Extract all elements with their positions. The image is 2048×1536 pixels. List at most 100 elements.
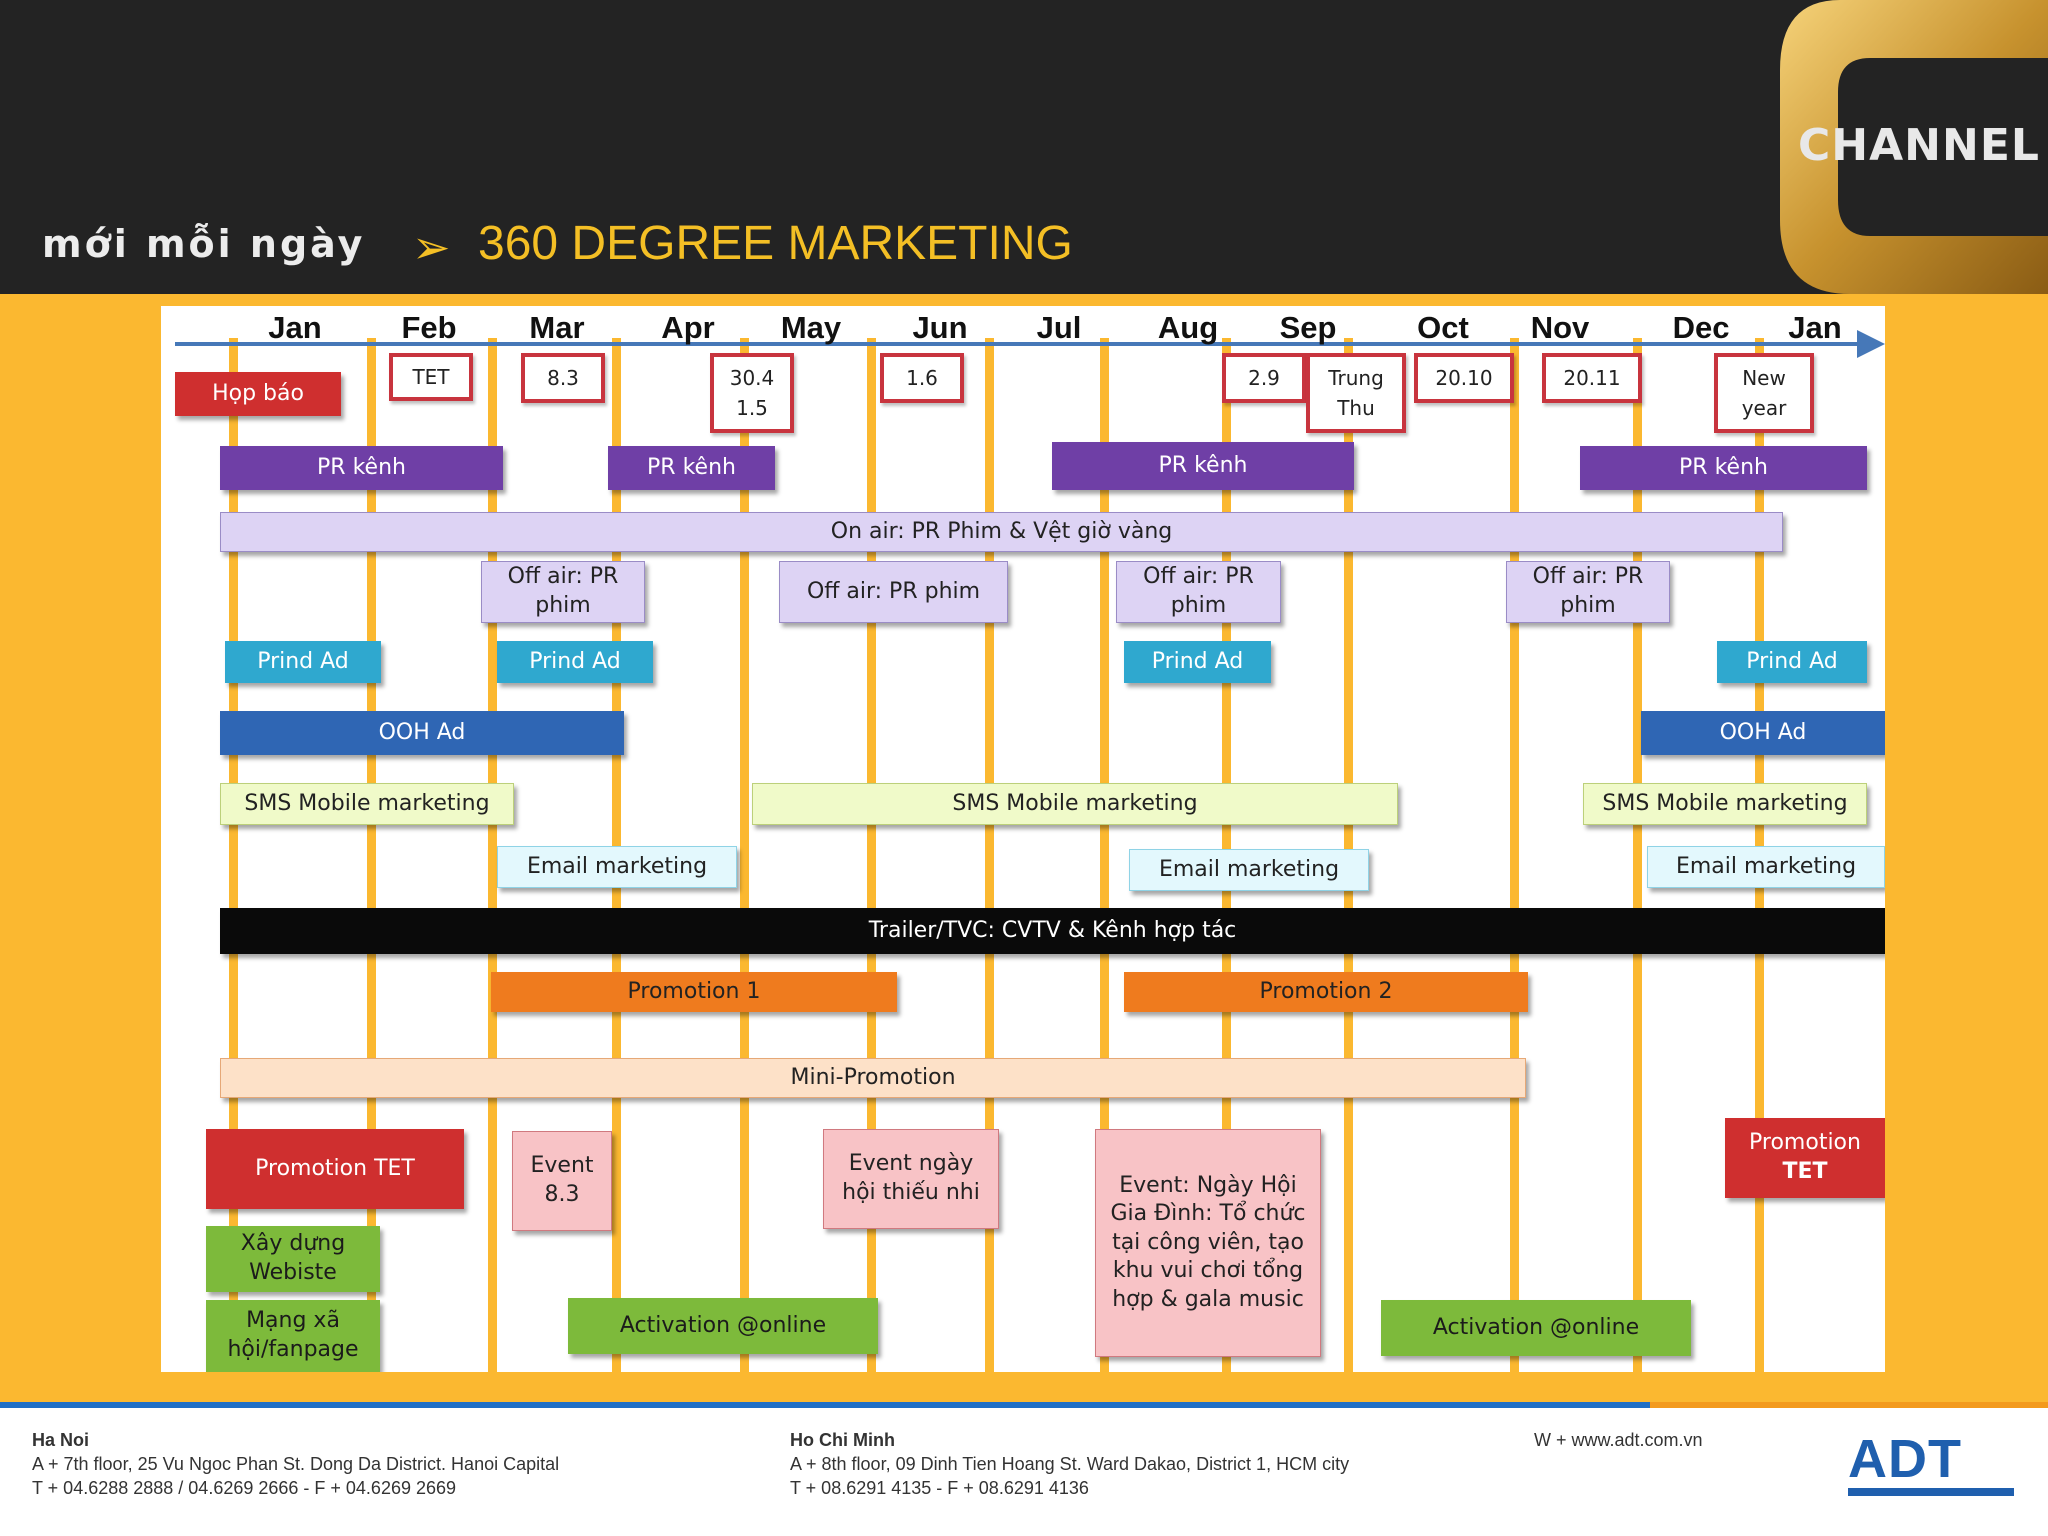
date-label: 8.3 <box>547 366 579 390</box>
bar-label: PR kênh <box>647 454 736 480</box>
sms-marketing-bar: SMS Mobile marketing <box>1583 783 1867 825</box>
date-marker: 20.11 <box>1542 353 1642 403</box>
bar-label: phim <box>1170 593 1227 618</box>
date-label: TET <box>412 365 450 389</box>
bar-label: Prind Ad <box>1151 648 1244 674</box>
adt-logo: ADT <box>1848 1429 1962 1489</box>
hcm-phone: T + 08.6291 4135 - F + 08.6291 4136 <box>790 1478 1089 1498</box>
activation-online-box: Activation @online <box>568 1298 878 1354</box>
bar-label: SMS Mobile marketing <box>244 790 490 816</box>
channel-logo-text: CHANNEL <box>1798 120 2040 171</box>
bar-label: Promotion 2 <box>1259 978 1393 1004</box>
month-line <box>367 338 376 1372</box>
bar-label: Promotion 1 <box>627 978 761 1004</box>
press-conference-bar: Họp báo <box>175 372 341 416</box>
bar-label: SMS Mobile marketing <box>952 790 1198 816</box>
bar-label: OOH Ad <box>1719 719 1807 745</box>
ooh-ad-bar: OOH Ad <box>220 711 624 755</box>
sms-marketing-bar: SMS Mobile marketing <box>752 783 1398 825</box>
bar-label: Prind Ad <box>1746 648 1838 674</box>
footer: Ha Noi A + 7th floor, 25 Vu Ngoc Phan St… <box>0 1402 2048 1536</box>
pr-channel-bar: PR kênh <box>1052 442 1354 490</box>
hanoi-phone: T + 04.6288 2888 / 04.6269 2666 - F + 04… <box>32 1478 457 1498</box>
date-label: year <box>1741 396 1787 420</box>
month-label: Feb <box>401 310 457 345</box>
month-label: Jan <box>268 310 322 345</box>
bar-label: Event: Ngày Hội Gia Đình: Tổ chức tại cô… <box>1110 1172 1306 1312</box>
hcm-title: Ho Chi Minh <box>790 1430 895 1450</box>
print-ad-bar: Prind Ad <box>497 641 653 683</box>
website-link[interactable]: W + www.adt.com.vn <box>1534 1430 1703 1450</box>
month-label: May <box>780 310 842 345</box>
page-title: 360 DEGREE MARKETING <box>478 217 1073 270</box>
email-marketing-bar: Email marketing <box>497 846 737 888</box>
month-label: Jan <box>1788 310 1842 345</box>
bar-label: phim <box>535 593 591 618</box>
bar-label: hội/fanpage <box>227 1337 359 1362</box>
date-label: 1.5 <box>736 396 768 420</box>
footer-stripe-accent <box>1650 1402 2048 1408</box>
pr-channel-bar: PR kênh <box>220 446 503 490</box>
event-83-box: Event 8.3 <box>512 1131 612 1231</box>
month-line <box>1100 338 1109 1372</box>
event-children-box: Event ngày hội thiếu nhi <box>823 1129 999 1229</box>
date-marker: 1.6 <box>880 353 964 403</box>
event-family-day-box: Event: Ngày Hội Gia Đình: Tổ chức tại cô… <box>1095 1129 1321 1357</box>
date-label: 20.10 <box>1435 366 1493 390</box>
date-marker: TET <box>389 353 473 401</box>
pr-channel-bar: PR kênh <box>608 446 775 490</box>
month-line <box>1510 338 1519 1372</box>
sms-marketing-bar: SMS Mobile marketing <box>220 783 514 825</box>
bar-label: Email marketing <box>1158 856 1340 882</box>
on-air-bar: On air: PR Phim & Vệt giờ vàng <box>220 512 1783 552</box>
bar-label: Promotion <box>1749 1130 1861 1156</box>
month-label: Mar <box>529 310 585 345</box>
bar-label: Event <box>530 1153 594 1179</box>
bar-label: Xây dựng <box>240 1231 346 1257</box>
bar-label: Mạng xã <box>246 1308 340 1334</box>
month-line <box>488 338 497 1372</box>
bar-label: SMS Mobile marketing <box>1602 790 1848 816</box>
bar-label: Promotion TET <box>255 1155 415 1181</box>
hanoi-contact: Ha Noi A + 7th floor, 25 Vu Ngoc Phan St… <box>32 1428 559 1500</box>
bar-label: Trailer/TVC: CVTV & Kênh hợp tác <box>868 917 1237 943</box>
month-label: Oct <box>1417 310 1469 345</box>
bar-label: Activation @online <box>619 1312 827 1338</box>
bar-label: PR kênh <box>317 454 406 480</box>
month-line <box>1633 338 1642 1372</box>
bar-label: hội thiếu nhi <box>842 1180 980 1205</box>
promotion-tet-box: Promotion TET <box>206 1129 464 1209</box>
timeline-panel: Jan Feb Mar Apr May Jun Jul Aug Sep Oct … <box>161 306 1885 1372</box>
bar-label: Event ngày <box>848 1151 974 1177</box>
month-label: Jul <box>1036 310 1082 345</box>
email-marketing-bar: Email marketing <box>1647 846 1885 888</box>
ooh-ad-bar: OOH Ad <box>1641 711 1885 755</box>
promotion-1-bar: Promotion 1 <box>491 972 897 1012</box>
adt-logo-underline <box>1848 1488 2014 1496</box>
date-label: 30.4 <box>729 366 775 390</box>
bar-label: OOH Ad <box>378 719 466 745</box>
month-label: Apr <box>661 310 715 345</box>
date-label: 20.11 <box>1563 366 1621 390</box>
pr-channel-bar: PR kênh <box>1580 446 1867 490</box>
hcm-contact: Ho Chi Minh A + 8th floor, 09 Dinh Tien … <box>790 1428 1349 1500</box>
date-marker: 30.4 1.5 <box>710 353 794 433</box>
month-line <box>985 338 994 1372</box>
month-line <box>867 338 876 1372</box>
bar-label: 8.3 <box>544 1182 580 1207</box>
channel-logo <box>1780 0 2048 294</box>
bar-label: PR kênh <box>1158 452 1248 478</box>
bar-label: Off air: PR <box>1143 564 1254 590</box>
bar-label: Email marketing <box>526 853 708 879</box>
month-label: Nov <box>1530 310 1590 345</box>
activation-online-box: Activation @online <box>1381 1300 1691 1356</box>
month-line <box>229 338 238 1372</box>
promotion-2-bar: Promotion 2 <box>1124 972 1528 1012</box>
bar-label: Activation @online <box>1432 1314 1640 1340</box>
timeline-arrow-icon <box>1857 330 1885 358</box>
